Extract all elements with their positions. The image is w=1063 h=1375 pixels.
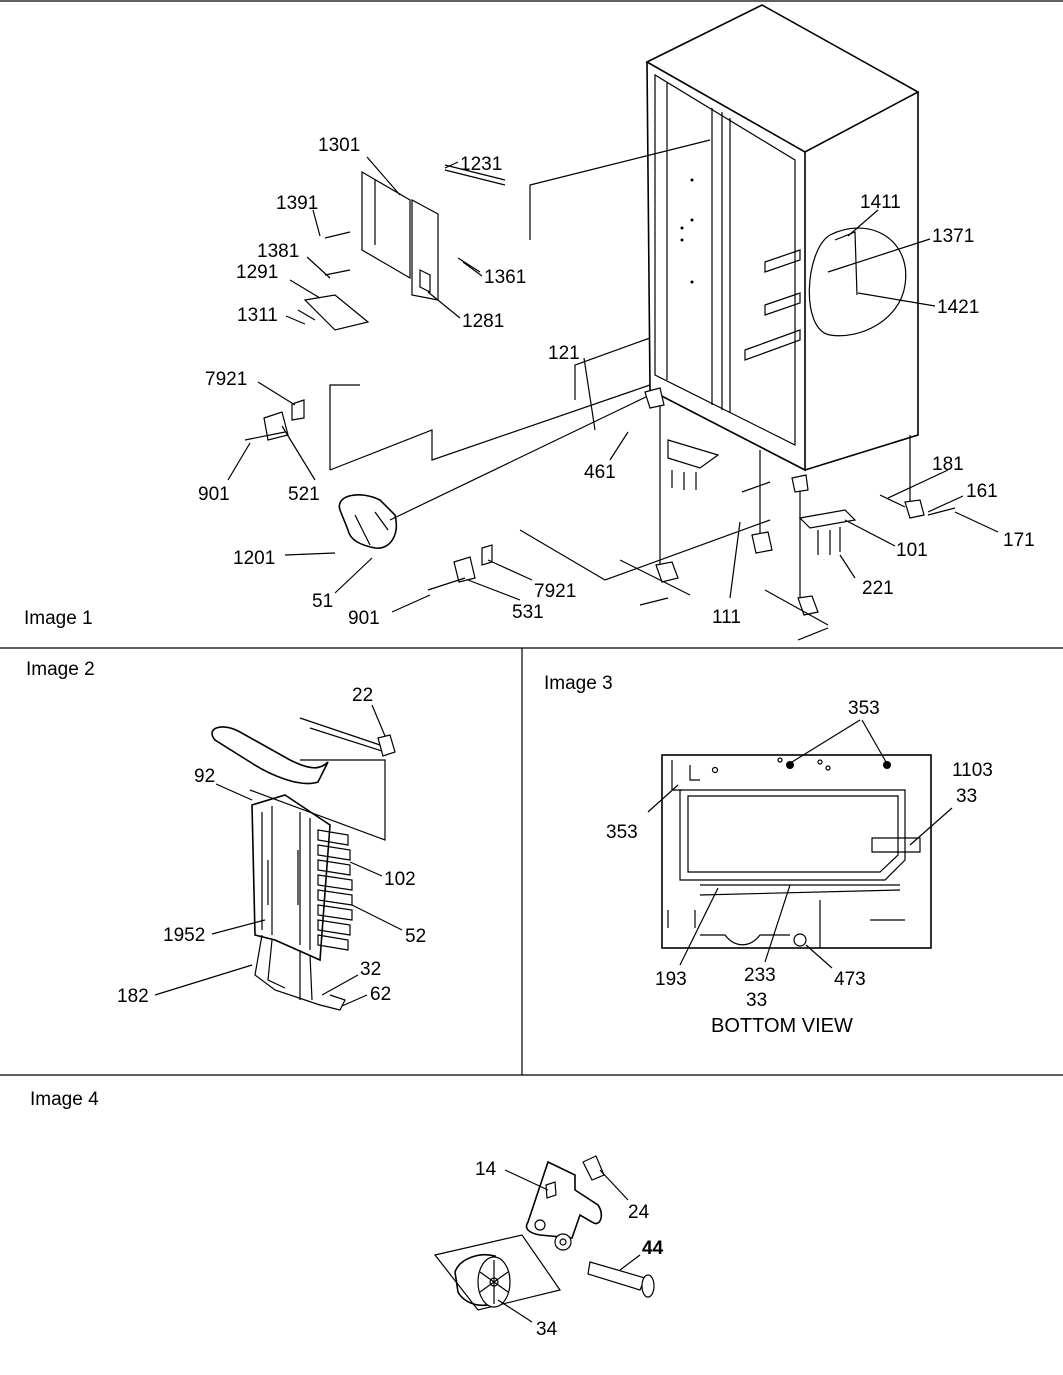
roller-assembly-drawing bbox=[433, 1155, 655, 1311]
panel-title-image2: Image 2 bbox=[26, 659, 95, 680]
callout-1361: 1361 bbox=[484, 267, 526, 288]
image4-labels: 14 24 44 34 bbox=[475, 1159, 664, 1340]
callout-32: 32 bbox=[360, 959, 381, 980]
callout-1301: 1301 bbox=[318, 135, 360, 156]
callout-7921-bottom: 7921 bbox=[534, 581, 576, 602]
callout-233: 233 bbox=[744, 965, 776, 986]
callout-102: 102 bbox=[384, 869, 416, 890]
callout-161: 161 bbox=[966, 481, 998, 502]
callout-1311: 1311 bbox=[237, 305, 278, 326]
callout-1291: 1291 bbox=[236, 262, 278, 283]
panel-title-image1: Image 1 bbox=[24, 608, 93, 629]
image4-leaders bbox=[497, 1169, 641, 1323]
image3-labels: 353 1103 33 353 193 233 33 473 BOTTOM VI… bbox=[606, 698, 993, 1037]
evaporator-drawing bbox=[211, 717, 396, 1011]
callout-353-top: 353 bbox=[848, 698, 880, 719]
callout-44: 44 bbox=[642, 1238, 664, 1259]
callout-7921-top: 7921 bbox=[205, 369, 247, 390]
callout-181: 181 bbox=[932, 454, 964, 475]
callout-1281: 1281 bbox=[462, 311, 504, 332]
panel-title-image3: Image 3 bbox=[544, 673, 613, 694]
callout-473: 473 bbox=[834, 969, 866, 990]
callout-34: 34 bbox=[536, 1319, 558, 1340]
bottom-view-drawing bbox=[661, 754, 932, 949]
image1-leaders bbox=[227, 156, 999, 613]
callout-1381: 1381 bbox=[257, 241, 299, 262]
image2-leaders bbox=[154, 704, 403, 1007]
image1-labels: 1301 1231 1391 1381 1361 1291 1311 1281 … bbox=[198, 135, 1035, 629]
panel-title-image4: Image 4 bbox=[30, 1089, 99, 1110]
panel-borders bbox=[0, 0, 1063, 1076]
callout-1103: 1103 bbox=[952, 760, 993, 781]
callout-1421: 1421 bbox=[937, 297, 979, 318]
bottom-view-caption: BOTTOM VIEW bbox=[711, 1015, 853, 1037]
callout-901-bottom: 901 bbox=[348, 608, 380, 629]
callout-52: 52 bbox=[405, 926, 426, 947]
callout-221: 221 bbox=[862, 578, 894, 599]
callout-62: 62 bbox=[370, 984, 391, 1005]
callout-531: 531 bbox=[512, 602, 544, 623]
callout-14: 14 bbox=[475, 1159, 497, 1180]
image3-leaders bbox=[647, 719, 953, 969]
callout-521: 521 bbox=[288, 484, 320, 505]
callout-171: 171 bbox=[1003, 530, 1035, 551]
callout-1371: 1371 bbox=[932, 226, 974, 247]
callout-121: 121 bbox=[548, 343, 580, 364]
callout-24: 24 bbox=[628, 1202, 650, 1223]
callout-193: 193 bbox=[655, 969, 687, 990]
callout-92: 92 bbox=[194, 766, 215, 787]
callout-182: 182 bbox=[117, 986, 149, 1007]
callout-461: 461 bbox=[584, 462, 616, 483]
callout-33-bottom: 33 bbox=[746, 990, 767, 1011]
callout-901-top: 901 bbox=[198, 484, 230, 505]
callout-1391: 1391 bbox=[276, 193, 318, 214]
callout-33-top: 33 bbox=[956, 786, 977, 807]
callout-353-left: 353 bbox=[606, 822, 638, 843]
callout-1952: 1952 bbox=[163, 925, 205, 946]
cabinet-drawing bbox=[244, 4, 956, 641]
callout-101: 101 bbox=[896, 540, 928, 561]
callout-51: 51 bbox=[312, 591, 333, 612]
image2-labels: 22 92 102 52 1952 32 62 182 bbox=[117, 685, 426, 1007]
callout-1201: 1201 bbox=[233, 548, 275, 569]
callout-22: 22 bbox=[352, 685, 373, 706]
callout-111: 111 bbox=[712, 607, 741, 628]
callout-1411: 1411 bbox=[860, 192, 901, 213]
callout-1231: 1231 bbox=[460, 154, 502, 175]
